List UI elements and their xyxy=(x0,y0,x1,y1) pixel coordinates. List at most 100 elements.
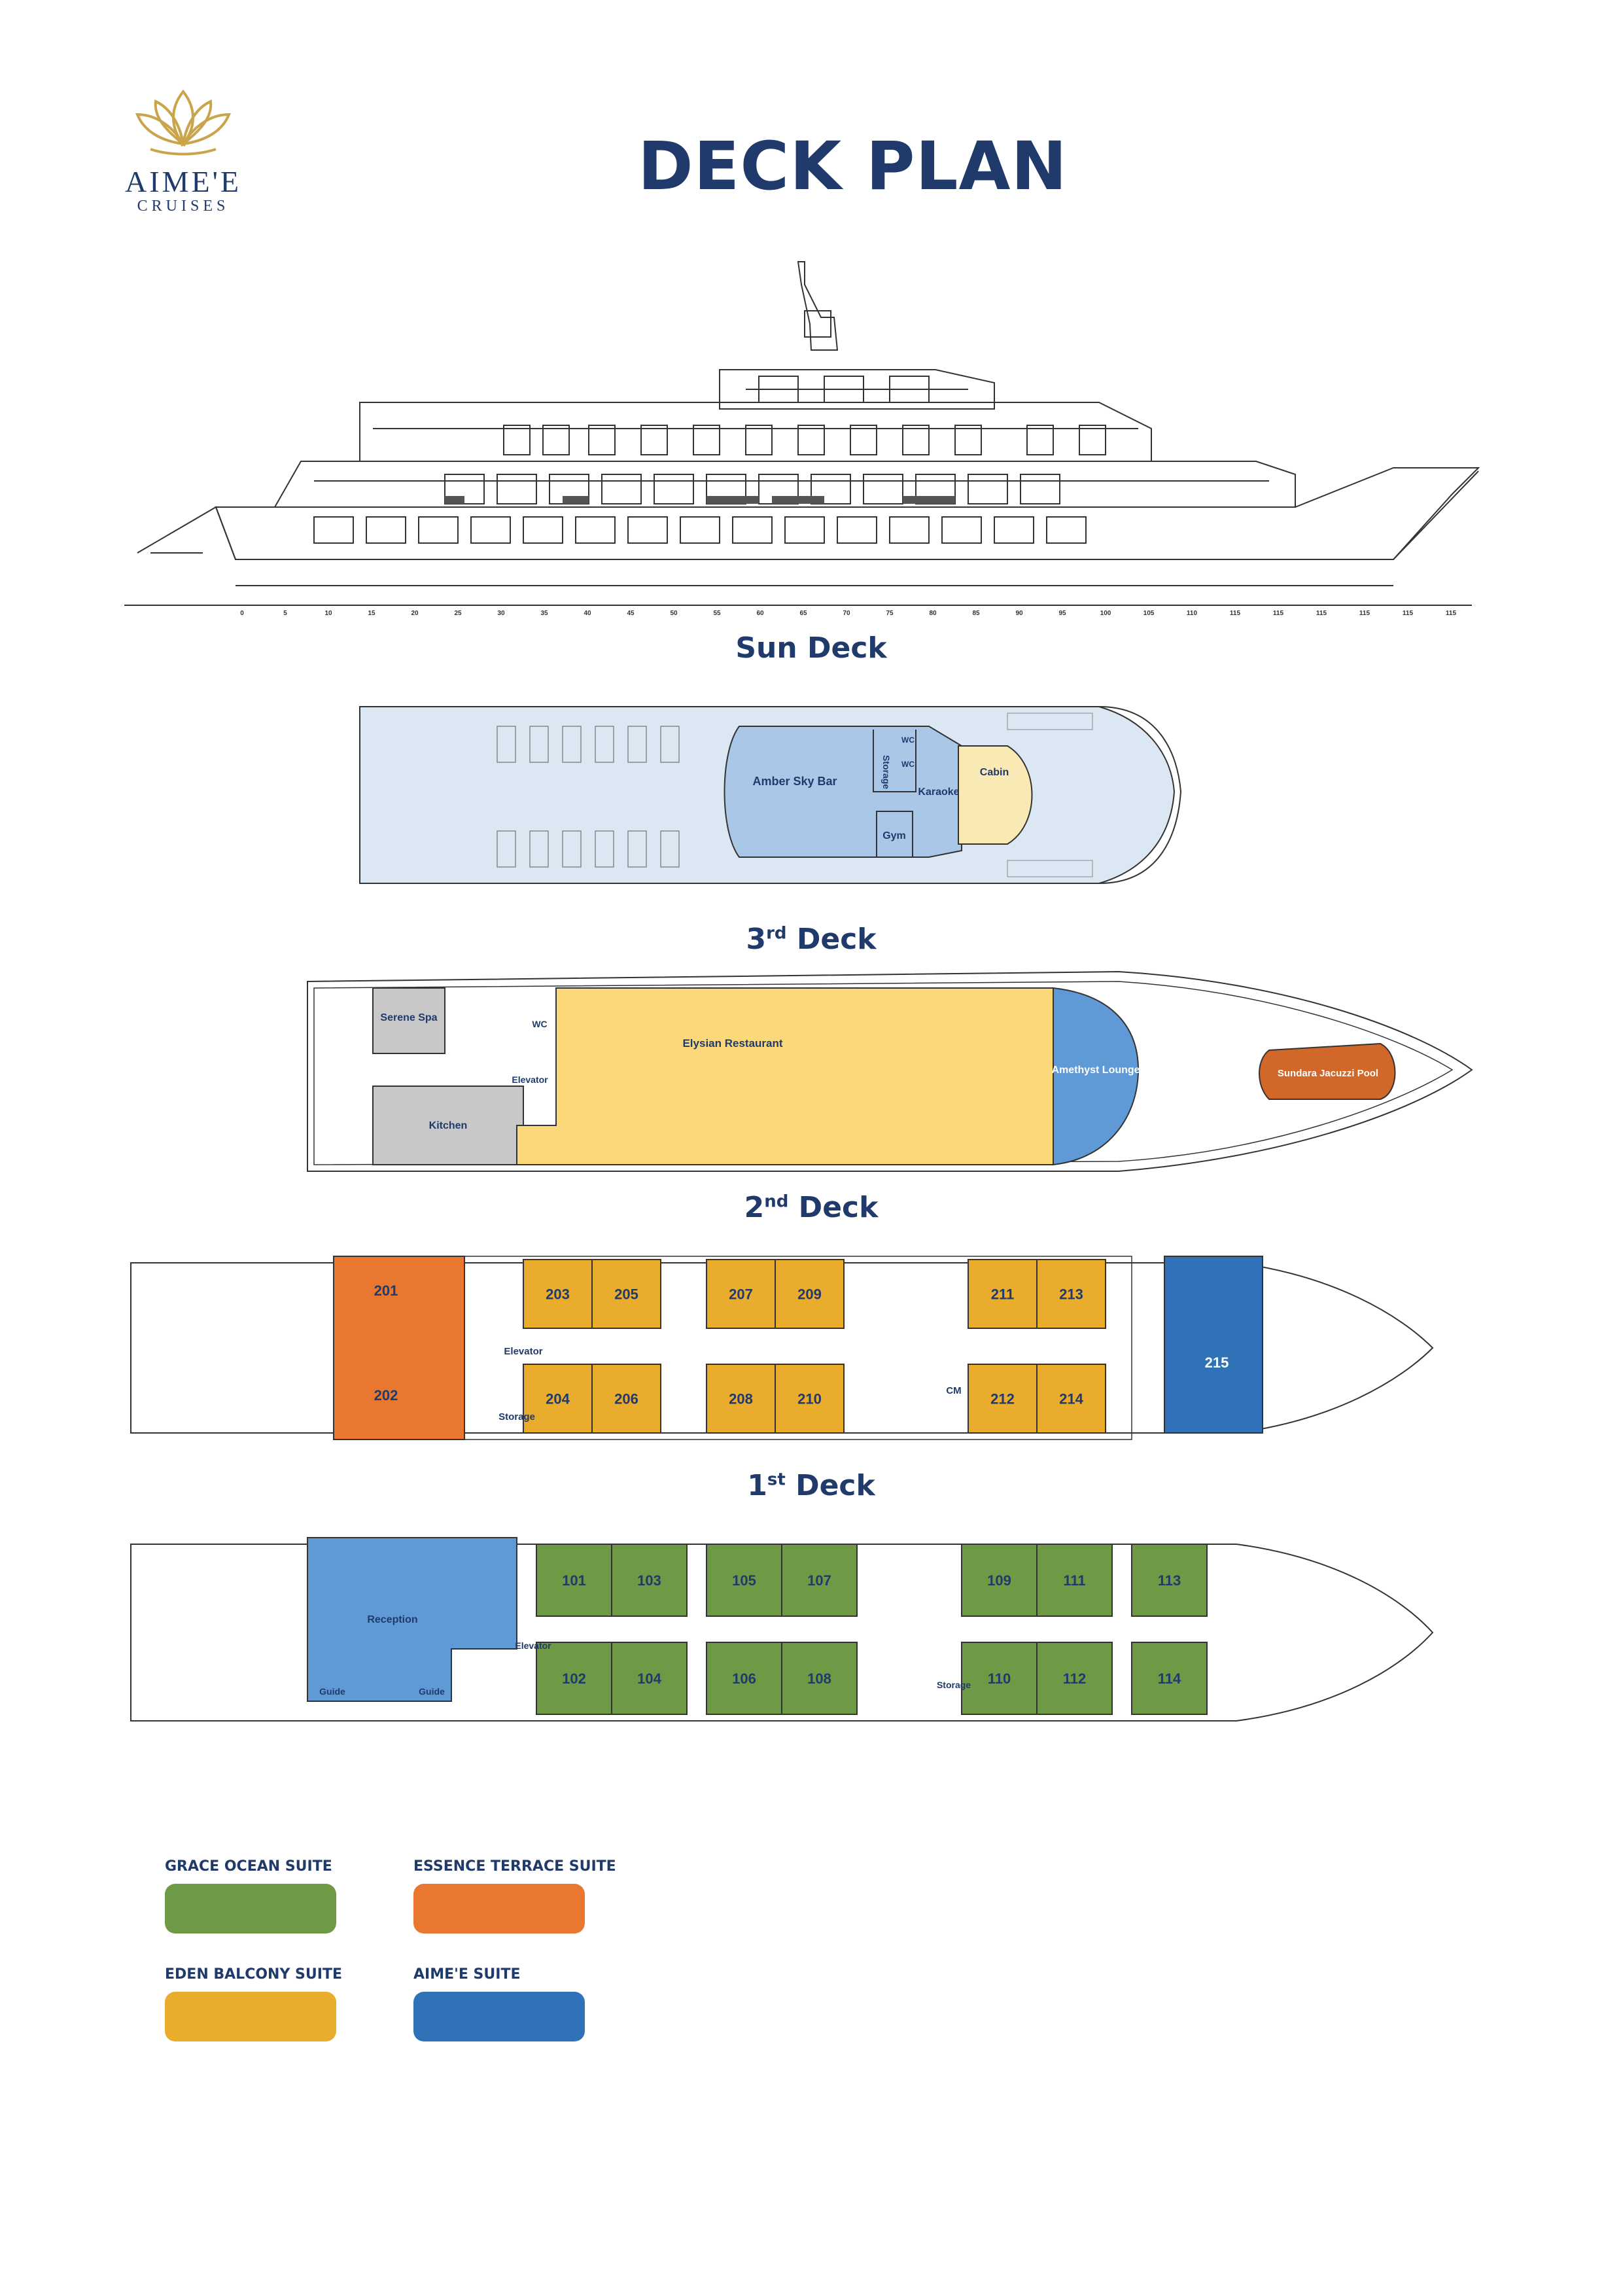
cabin-box xyxy=(536,1642,612,1715)
cabin-number: 204 xyxy=(546,1391,570,1407)
brand-name: AIME'E xyxy=(125,165,241,198)
ruler-tick-label: 115 xyxy=(1273,610,1284,617)
cabin-box xyxy=(611,1544,688,1617)
ruler-tick-label: 45 xyxy=(627,610,635,617)
ruler-tick-label: 65 xyxy=(799,610,807,617)
cabin-number: 101 xyxy=(562,1572,586,1589)
deck2-storage: Storage xyxy=(498,1411,535,1422)
cabin-box xyxy=(1036,1259,1106,1329)
cabin-number: 105 xyxy=(732,1572,756,1589)
sun-room-amber: Amber Sky Bar xyxy=(752,775,837,788)
deck1-reception: Reception xyxy=(367,1614,417,1625)
legend-swatch xyxy=(165,1884,336,1934)
ruler-tick-label: 70 xyxy=(843,610,850,617)
third-room-spa: Serene Spa xyxy=(380,1012,437,1023)
cabin-number: 203 xyxy=(546,1286,570,1303)
ruler-tick-label: 110 xyxy=(1187,610,1198,617)
deck1-elevator: Elevator xyxy=(515,1640,551,1651)
cabin-box xyxy=(591,1259,661,1329)
legend-label: ESSENCE TERRACE SUITE xyxy=(413,1858,616,1875)
cabin-box xyxy=(1036,1364,1106,1434)
cabin-box xyxy=(1131,1544,1208,1617)
third-room-wc: WC xyxy=(532,1019,547,1029)
sun-deck-title: Sun Deck xyxy=(735,631,887,665)
ruler-tick-label: 95 xyxy=(1058,610,1066,617)
ruler-tick-label: 5 xyxy=(283,610,287,617)
legend-item-eden: EDEN BALCONY SUITE xyxy=(165,1966,342,2041)
third-room-restaurant: Elysian Restaurant xyxy=(682,1037,782,1050)
ruler-tick-label: 85 xyxy=(972,610,980,617)
ruler-tick-label: 50 xyxy=(670,610,678,617)
cabin-box xyxy=(781,1544,858,1617)
ruler-tick-label: 0 xyxy=(240,610,244,617)
legend-item-essence: ESSENCE TERRACE SUITE xyxy=(413,1858,616,1934)
ruler-tick-label: 100 xyxy=(1100,610,1111,617)
cabin-box xyxy=(968,1364,1038,1434)
cabin-box xyxy=(775,1259,845,1329)
ruler-tick-label: 40 xyxy=(584,610,591,617)
brand-sub: CRUISES xyxy=(137,198,230,215)
ruler-tick-label: 80 xyxy=(929,610,937,617)
deck1-guide-2: Guide xyxy=(419,1686,445,1697)
cabin-number: 107 xyxy=(807,1572,831,1589)
cabin-box xyxy=(706,1364,776,1434)
legend-swatch xyxy=(413,1884,585,1934)
legend-label: EDEN BALCONY SUITE xyxy=(165,1966,342,1983)
cabin-box xyxy=(591,1364,661,1434)
cabin-box xyxy=(536,1544,612,1617)
sun-room-wc2: WC xyxy=(901,760,915,769)
cabin-box xyxy=(706,1259,776,1329)
legend-label: AIME'E SUITE xyxy=(413,1966,521,1983)
cabin-box xyxy=(523,1259,593,1329)
third-room-kitchen: Kitchen xyxy=(429,1120,468,1131)
third-room-elevator: Elevator xyxy=(512,1074,548,1085)
cabin-box xyxy=(1131,1642,1208,1715)
cabin-box xyxy=(611,1642,688,1715)
page-title: DECK PLAN xyxy=(638,128,1068,205)
ruler-tick-label: 20 xyxy=(411,610,419,617)
cabin-number: 214 xyxy=(1059,1391,1083,1407)
cabin-number: 212 xyxy=(990,1391,1015,1407)
ruler-tick-label: 60 xyxy=(756,610,764,617)
brand-logo: AIME'E CRUISES xyxy=(98,79,268,222)
sun-room-cabin: Cabin xyxy=(980,767,1009,778)
cabin-number: 109 xyxy=(987,1572,1011,1589)
cabin-box xyxy=(706,1642,782,1715)
first-deck-title: 1st Deck xyxy=(747,1469,875,1502)
deck2-elevator: Elevator xyxy=(504,1346,542,1357)
cabin-box xyxy=(523,1364,593,1434)
ruler-tick-label: 105 xyxy=(1143,610,1155,617)
ruler-tick-label: 35 xyxy=(540,610,548,617)
cabin-number: 102 xyxy=(562,1670,586,1687)
cabin-box xyxy=(781,1642,858,1715)
cabin-box xyxy=(775,1364,845,1434)
sun-room-gym: Gym xyxy=(882,830,906,841)
third-deck-title: 3rd Deck xyxy=(746,923,877,956)
ruler-tick-label: 115 xyxy=(1446,610,1457,617)
cabin-box xyxy=(1036,1544,1113,1617)
legend-item-grace: GRACE OCEAN SUITE xyxy=(165,1858,336,1934)
cabin-box xyxy=(706,1544,782,1617)
cabin-number: 108 xyxy=(807,1670,831,1687)
deck2-cm: CM xyxy=(946,1385,961,1396)
ruler-tick-label: 55 xyxy=(713,610,721,617)
cabin-box xyxy=(961,1642,1038,1715)
cabin-215: 215 xyxy=(1205,1354,1229,1371)
ruler-tick-label: 115 xyxy=(1230,610,1241,617)
cabin-number: 210 xyxy=(797,1391,822,1407)
second-deck-title: 2nd Deck xyxy=(744,1191,879,1224)
legend-item-aimee: AIME'E SUITE xyxy=(413,1966,585,2041)
third-room-pool: Sundara Jacuzzi Pool xyxy=(1278,1068,1378,1079)
cabin-number: 110 xyxy=(988,1670,1011,1687)
cabin-number: 104 xyxy=(637,1670,661,1687)
cabin-201: 201 xyxy=(374,1282,398,1299)
cabin-number: 106 xyxy=(732,1670,756,1687)
cabin-number: 114 xyxy=(1158,1670,1181,1687)
cabin-number: 211 xyxy=(991,1286,1015,1303)
cabin-box xyxy=(961,1544,1038,1617)
ruler-tick-label: 90 xyxy=(1015,610,1023,617)
third-deck-plan: Serene Spa WC Elysian Restaurant Amethys… xyxy=(307,970,1473,1172)
